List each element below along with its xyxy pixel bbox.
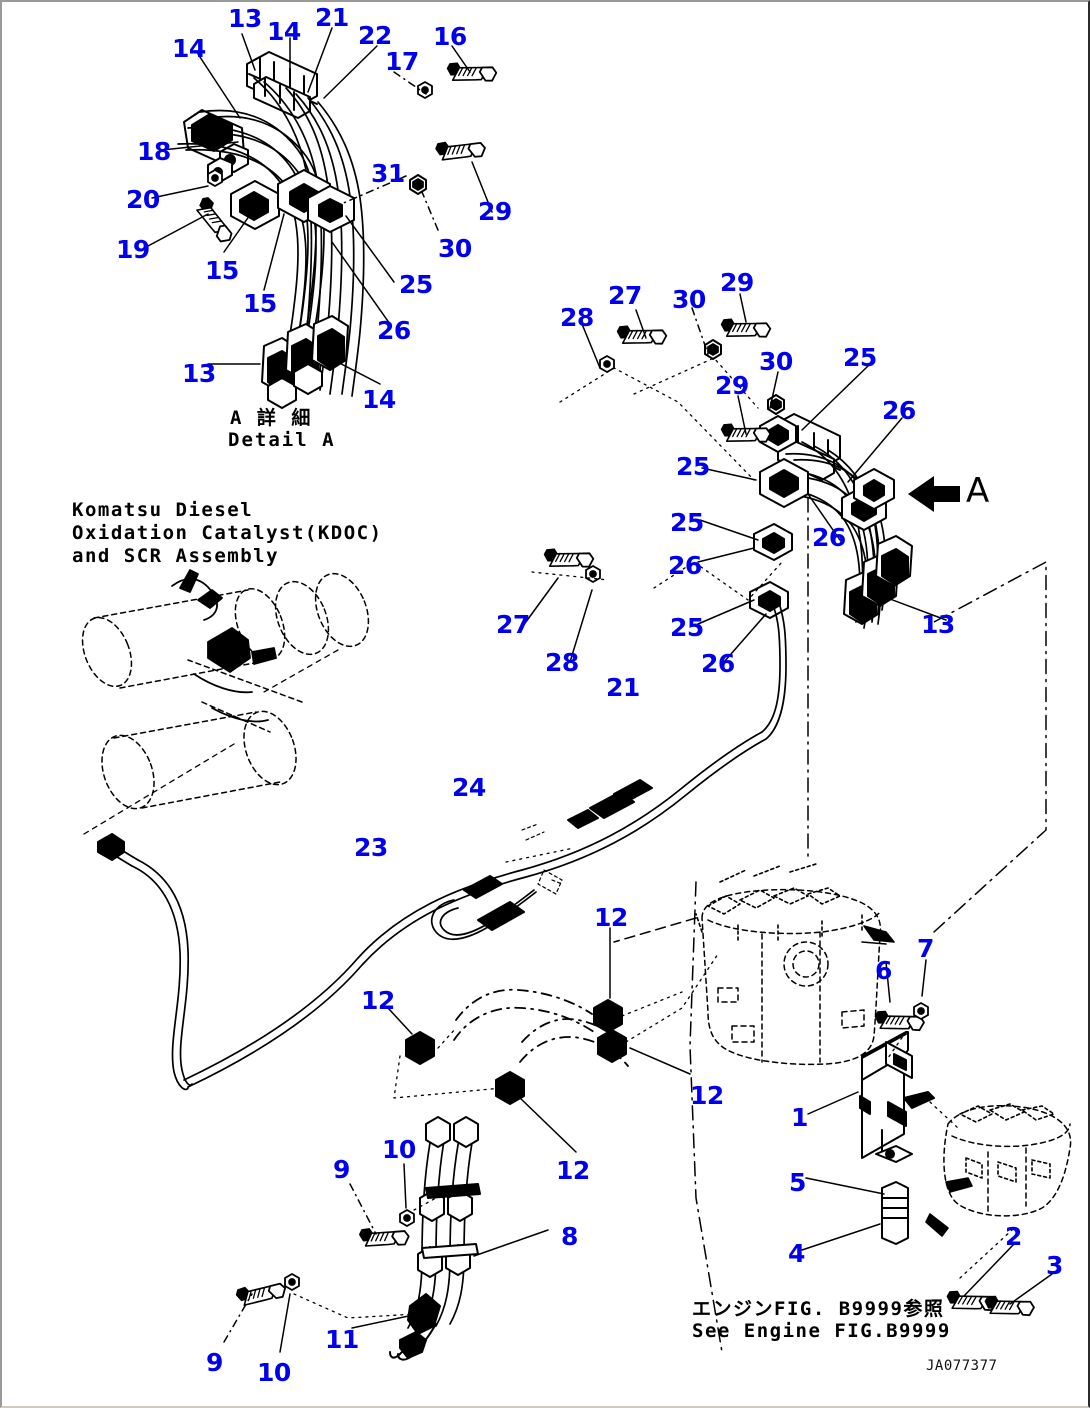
callout-25: 25 [670, 613, 704, 642]
callout-25: 25 [670, 508, 704, 537]
callout-26: 26 [812, 523, 846, 552]
callout-14: 14 [267, 17, 301, 46]
callout-28: 28 [560, 303, 594, 332]
callout-10: 10 [257, 1358, 291, 1387]
callout-21: 21 [606, 673, 640, 702]
callout-17: 17 [385, 47, 419, 76]
callout-24: 24 [452, 773, 486, 802]
callout-31: 31 [371, 159, 405, 188]
callout-30: 30 [438, 234, 472, 263]
callout-26: 26 [377, 316, 411, 345]
callout-1: 1 [791, 1103, 808, 1132]
callout-12: 12 [361, 986, 395, 1015]
callout-28: 28 [545, 648, 579, 677]
callout-12: 12 [690, 1081, 724, 1110]
callout-9: 9 [206, 1348, 223, 1377]
callout-4: 4 [788, 1239, 805, 1268]
detail-a-title-jp: A 詳 細 [230, 407, 313, 429]
callout-13: 13 [182, 359, 216, 388]
callout-25: 25 [843, 343, 877, 372]
callout-20: 20 [126, 185, 160, 214]
callout-19: 19 [116, 235, 150, 264]
callout-25: 25 [676, 452, 710, 481]
callout-13: 13 [921, 610, 955, 639]
assembly-note-line-2: Oxidation Catalyst(KDOC) [72, 522, 383, 544]
callout-26: 26 [882, 396, 916, 425]
callout-10: 10 [382, 1135, 416, 1164]
callout-7: 7 [917, 934, 934, 963]
callout-13: 13 [228, 4, 262, 33]
callout-27: 27 [496, 610, 530, 639]
callout-9: 9 [333, 1155, 350, 1184]
drawing-number: JA077377 [926, 1358, 998, 1374]
assembly-note-line-3: and SCR Assembly [72, 545, 280, 567]
callout-16: 16 [433, 22, 467, 51]
callout-21: 21 [315, 3, 349, 32]
callout-15: 15 [243, 289, 277, 318]
callout-2: 2 [1005, 1222, 1022, 1251]
engine-reference-jp: エンジンFIG. B9999参照 [692, 1298, 945, 1320]
engine-reference-en: See Engine FIG.B9999 [692, 1320, 951, 1342]
section-arrow-label: A [966, 471, 990, 511]
callout-6: 6 [875, 956, 892, 985]
callout-14: 14 [172, 34, 206, 63]
callout-3: 3 [1046, 1251, 1063, 1280]
callout-23: 23 [354, 833, 388, 862]
callout-11: 11 [325, 1325, 359, 1354]
callout-5: 5 [789, 1168, 806, 1197]
callout-27: 27 [608, 281, 642, 310]
callout-14: 14 [362, 385, 396, 414]
callout-18: 18 [137, 137, 171, 166]
callout-8: 8 [561, 1222, 578, 1251]
callout-29: 29 [720, 268, 754, 297]
callout-12: 12 [556, 1156, 590, 1185]
detail-a-title-en: Detail A [228, 429, 336, 451]
callout-29: 29 [478, 197, 512, 226]
callout-30: 30 [672, 285, 706, 314]
callout-26: 26 [701, 649, 735, 678]
callout-25: 25 [399, 270, 433, 299]
callout-30: 30 [759, 347, 793, 376]
callout-12: 12 [594, 903, 628, 932]
callout-15: 15 [205, 256, 239, 285]
callout-26: 26 [668, 551, 702, 580]
callout-22: 22 [358, 21, 392, 50]
assembly-note-line-1: Komatsu Diesel [72, 499, 254, 521]
callout-29: 29 [715, 371, 749, 400]
